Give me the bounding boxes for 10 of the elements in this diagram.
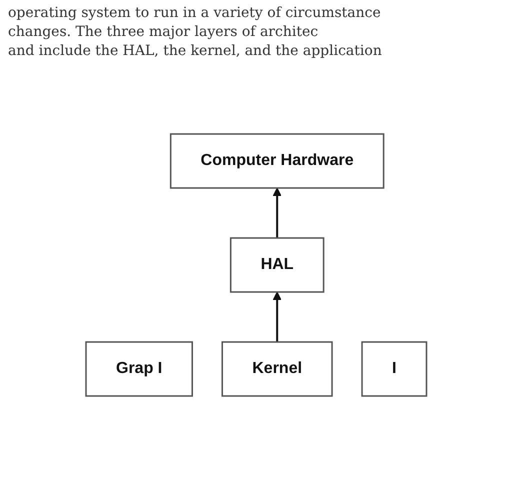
node-box: I bbox=[361, 340, 427, 396]
arrow bbox=[272, 187, 282, 238]
text-line: changes. The three major layers of architec bbox=[8, 22, 320, 42]
text-line: operating system to run in a variety of circumstance bbox=[8, 4, 382, 23]
arrow bbox=[272, 291, 282, 342]
node-box: Computer Hardware bbox=[170, 132, 384, 188]
node-box: Grap I bbox=[85, 340, 193, 396]
node-box: HAL bbox=[230, 236, 324, 292]
text-line: and include the HAL, the kernel, and the application bbox=[8, 42, 383, 61]
node-box: Kernel bbox=[221, 340, 333, 396]
